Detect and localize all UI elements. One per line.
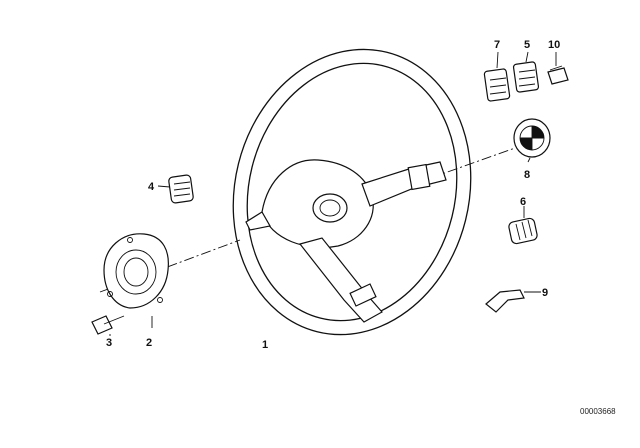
- leader-line-8: [527, 157, 531, 163]
- callout-6: 6: [520, 196, 526, 208]
- callout-10: 10: [548, 39, 560, 51]
- leader-line-7: [496, 51, 499, 69]
- callout-3: 3: [106, 337, 112, 349]
- callout-8: 8: [524, 169, 530, 181]
- callout-1: 1: [262, 339, 268, 351]
- trim-piece[interactable]: [485, 289, 525, 313]
- callout-5: 5: [524, 39, 530, 51]
- steering-wheel[interactable]: [204, 24, 501, 360]
- clip-part-7[interactable]: [483, 68, 511, 102]
- leader-line-4: [157, 185, 171, 188]
- clip-part-5[interactable]: [512, 61, 540, 93]
- callout-4: 4: [148, 181, 155, 193]
- horn-button[interactable]: [513, 118, 551, 158]
- plug-part-10[interactable]: [547, 65, 569, 85]
- callout-7: 7: [494, 39, 500, 51]
- screw[interactable]: [91, 315, 125, 335]
- reference-number: 00003668: [580, 407, 616, 416]
- hub-adapter[interactable]: [103, 233, 169, 309]
- leader-line-5: [525, 51, 529, 63]
- insert-part-4[interactable]: [168, 174, 194, 204]
- sleeve-part-6[interactable]: [508, 217, 538, 245]
- callout-2: 2: [146, 337, 152, 349]
- callout-9: 9: [542, 287, 548, 299]
